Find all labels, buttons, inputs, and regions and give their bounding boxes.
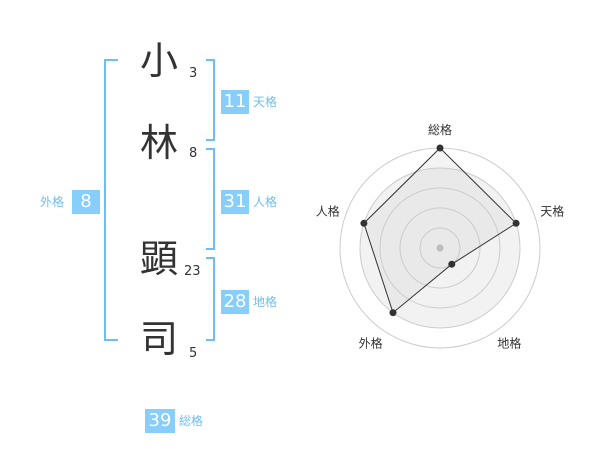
gaikaku-bracket [104, 59, 118, 341]
gaikaku-value: 8 [72, 190, 100, 214]
radar-center [436, 244, 444, 252]
radar-point-4 [389, 309, 397, 317]
jinkaku-label: 人格 [253, 195, 278, 209]
chikaku-value: 28 [221, 290, 249, 314]
soukaku-value: 39 [145, 409, 175, 433]
tenkaku-bracket [206, 59, 215, 141]
name-char-4: 司 [140, 317, 179, 361]
stroke-count-1: 3 [189, 66, 198, 81]
name-char-1: 小 [140, 39, 179, 83]
soukaku-label: 総格 [179, 414, 204, 428]
tenkaku-value: 11 [221, 90, 249, 114]
jinkaku-value: 31 [221, 190, 249, 214]
chikaku-bracket [206, 257, 215, 341]
stroke-count-2: 8 [189, 146, 198, 161]
tenkaku-label: 天格 [253, 95, 278, 109]
radar-point-1 [436, 144, 444, 152]
jinkaku-bracket [206, 148, 215, 250]
name-char-3: 顕 [140, 237, 179, 281]
radar-point-5 [360, 219, 368, 227]
radar-axis-label-5: 人格 [316, 204, 340, 219]
radar-data-polygon [363, 147, 517, 314]
radar-point-2 [512, 219, 520, 227]
radar-axis-label-2: 天格 [540, 204, 564, 219]
radar-axis-label-1: 総格 [428, 122, 452, 137]
stroke-count-3: 23 [184, 264, 201, 279]
stroke-count-4: 5 [189, 346, 198, 361]
radar-axis-label-3: 地格 [497, 336, 521, 351]
radar-axis-label-4: 外格 [359, 336, 383, 351]
gaikaku-label: 外格 [40, 195, 65, 209]
radar-point-3 [448, 260, 456, 268]
name-char-2: 林 [140, 121, 179, 165]
chikaku-label: 地格 [253, 295, 278, 309]
